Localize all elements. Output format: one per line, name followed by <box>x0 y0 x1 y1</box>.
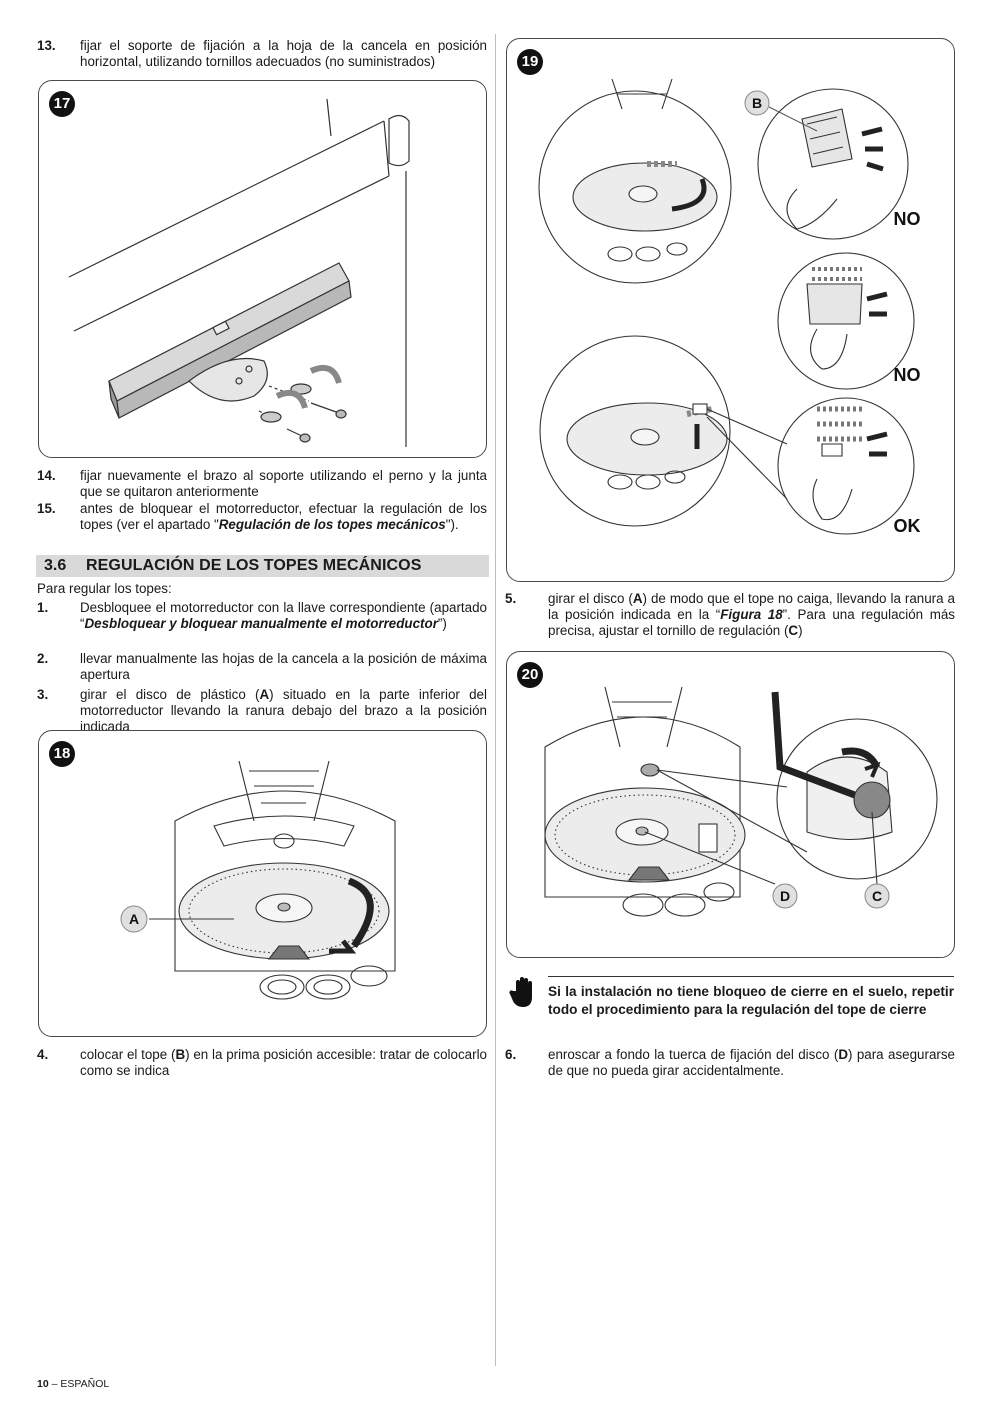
callout-d: D <box>780 888 790 904</box>
figure-badge: 20 <box>517 662 543 688</box>
step-number: 15. <box>37 501 56 516</box>
step-13: 13. fijar el soporte de fijación a la ho… <box>37 38 487 72</box>
figure-18: 18 A <box>38 730 487 1037</box>
step-2: 2. llevar manualmente las hojas de la ca… <box>37 651 487 685</box>
figure-17: 17 <box>38 80 487 458</box>
figure-badge: 18 <box>49 741 75 767</box>
step-text: fijar el soporte de fijación a la hoja d… <box>80 38 487 69</box>
step-text: girar el disco de plástico (A) situado e… <box>80 687 487 734</box>
stop-placement-illustration: B NO NO OK <box>538 78 921 536</box>
step-text: enroscar a fondo la tuerca de fijación d… <box>548 1047 956 1078</box>
step-14: 14. fijar nuevamente el brazo al soporte… <box>37 468 487 502</box>
step-15: 15. antes de bloquear el motorreductor, … <box>37 501 487 535</box>
step-number: 4. <box>37 1047 49 1062</box>
column-divider <box>495 34 496 1366</box>
figure-badge: 17 <box>49 91 75 117</box>
step-6: 6. enroscar a fondo la tuerca de fijació… <box>505 1047 955 1081</box>
step-number: 3. <box>37 687 49 702</box>
step-number: 2. <box>37 651 49 666</box>
step-1: 1. Desbloquee el motorreductor con la ll… <box>37 600 487 650</box>
section-number: 3.6 <box>44 557 67 574</box>
language-label: ESPAÑOL <box>60 1378 110 1390</box>
step-number: 14. <box>37 468 56 483</box>
cross-reference-link[interactable]: Figura 18 <box>720 607 783 622</box>
step-text: fijar nuevamente el brazo al soporte uti… <box>80 468 487 499</box>
step-5: 5. girar el disco (A) de modo que el top… <box>505 591 955 641</box>
disc-rotation-illustration: A <box>120 760 396 1000</box>
page-number: 10 <box>37 1378 49 1390</box>
step-number: 6. <box>505 1047 517 1062</box>
callout-b: B <box>752 95 762 111</box>
cross-reference-link[interactable]: Regulación de los topes mecánicos <box>218 517 446 532</box>
step-number: 1. <box>37 600 49 615</box>
figure-19: 19 <box>506 38 955 582</box>
status-no-1: NO <box>894 209 921 229</box>
step-text: colocar el tope (B) en la prima posición… <box>80 1047 487 1078</box>
step-text: girar el disco (A) de modo que el tope n… <box>548 591 956 638</box>
status-no-2: NO <box>894 365 921 385</box>
hand-stop-icon <box>509 977 532 1007</box>
step-text: llevar manualmente las hojas de la cance… <box>80 651 487 682</box>
section-intro: Para regular los topes: <box>37 581 172 596</box>
warning-note: Si la instalación no tiene bloqueo de ci… <box>548 984 954 1017</box>
screw-adjust-illustration: D C <box>544 686 938 917</box>
bracket-level-illustration <box>68 98 410 447</box>
callout-a: A <box>129 911 139 927</box>
step-text: Desbloquee el motorreductor con la llave… <box>80 600 487 631</box>
step-number: 13. <box>37 38 56 53</box>
step-4: 4. colocar el tope (B) en la prima posic… <box>37 1047 487 1081</box>
step-3: 3. girar el disco de plástico (A) situad… <box>37 687 487 734</box>
figure-badge: 19 <box>517 49 543 75</box>
status-ok: OK <box>894 516 921 536</box>
note-rule <box>548 976 954 977</box>
page-footer: 10 – ESPAÑOL <box>37 1378 110 1390</box>
section-title: REGULACIÓN DE LOS TOPES MECÁNICOS <box>86 557 422 574</box>
step-text: antes de bloquear el motorreductor, efec… <box>80 501 487 532</box>
step-number: 5. <box>505 591 517 606</box>
figure-20: 20 D C <box>506 651 955 958</box>
cross-reference-link[interactable]: Desbloquear y bloquear manualmente el mo… <box>84 616 438 631</box>
callout-c: C <box>872 888 882 904</box>
section-header: 3.6 REGULACIÓN DE LOS TOPES MECÁNICOS <box>36 555 489 577</box>
